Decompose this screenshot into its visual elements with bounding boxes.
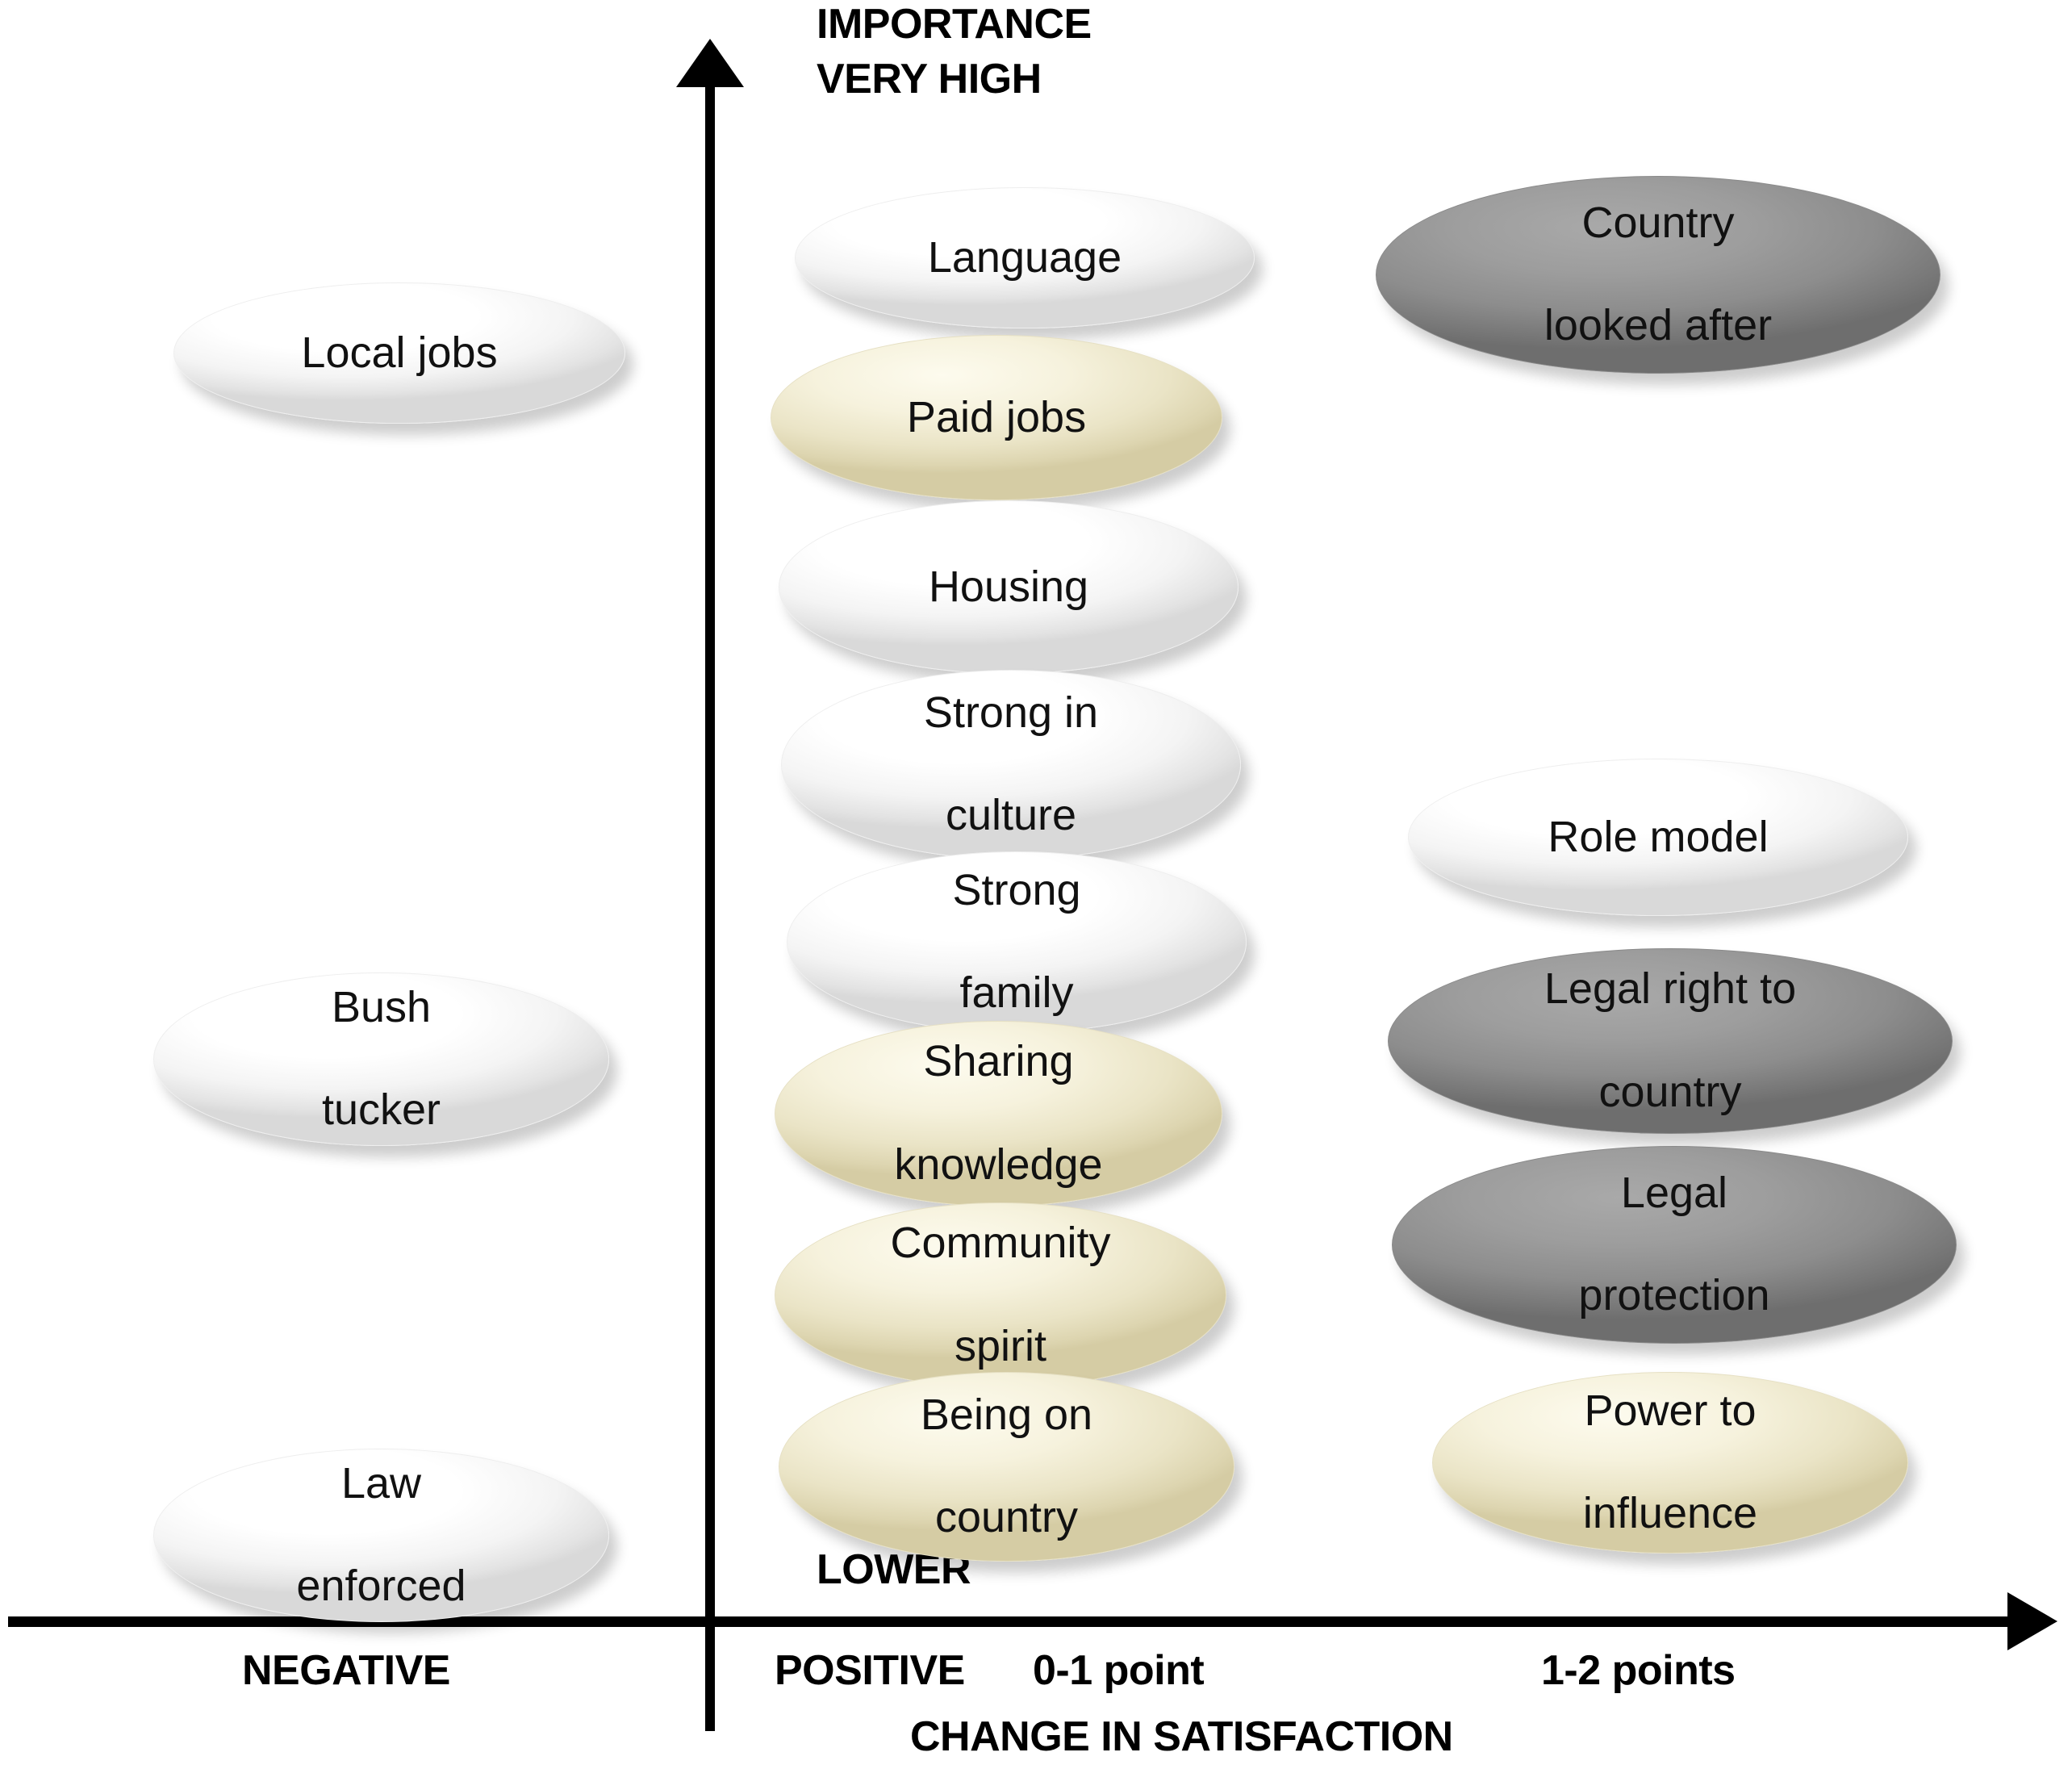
node-label-line2: culture	[945, 791, 1077, 840]
node-label-line1: Sharing	[923, 1037, 1074, 1086]
node-label-line1: Community	[890, 1219, 1111, 1268]
node-label-line2: looked after	[1544, 301, 1773, 350]
node-paid-jobs[interactable]: Paid jobs	[771, 335, 1222, 500]
node-label-line2: protection	[1578, 1271, 1770, 1320]
node-label-line2: spirit	[954, 1321, 1046, 1370]
node-law-enforced[interactable]: Law enforced	[153, 1449, 609, 1622]
node-language[interactable]: Language	[795, 187, 1255, 328]
node-label-line2: knowledge	[894, 1140, 1103, 1189]
node-legal-right-to-country[interactable]: Legal right to country	[1388, 948, 1953, 1134]
node-label-line1: Power to	[1584, 1386, 1757, 1435]
node-label-line1: Country	[1581, 198, 1735, 247]
y-axis-line	[705, 56, 715, 1731]
node-legal-protection[interactable]: Legal protection	[1392, 1146, 1957, 1344]
node-label: Housing	[928, 562, 1089, 611]
y-axis-label-importance: IMPORTANCE	[817, 1, 1092, 48]
node-being-on-country[interactable]: Being on country	[779, 1372, 1234, 1562]
node-label-line2: tucker	[321, 1085, 441, 1135]
node-label-wrap: Country looked after	[1396, 198, 1920, 352]
x-axis-arrow-icon	[2007, 1592, 2057, 1650]
node-community-spirit[interactable]: Community spirit	[775, 1202, 1226, 1388]
x-axis-title: CHANGE IN SATISFACTION	[910, 1713, 1453, 1760]
y-axis-label-very-high: VERY HIGH	[817, 56, 1042, 102]
node-label-line2: country	[934, 1493, 1079, 1542]
x-axis-line	[8, 1616, 2025, 1627]
node-bush-tucker[interactable]: Bush tucker	[153, 972, 609, 1146]
node-label-line1: Bush	[331, 982, 432, 1031]
x-axis-label-positive: POSITIVE	[775, 1647, 965, 1694]
node-label-wrap: Legal protection	[1412, 1168, 1936, 1322]
node-label: Paid jobs	[906, 392, 1087, 441]
node-strong-in-culture[interactable]: Strong in culture	[781, 670, 1241, 859]
node-label-line1: Being on	[920, 1390, 1093, 1439]
y-axis-arrow-icon	[676, 39, 744, 87]
node-label-line1: Legal	[1620, 1168, 1728, 1217]
node-sharing-knowledge[interactable]: Sharing knowledge	[775, 1021, 1222, 1207]
node-role-model[interactable]: Role model	[1408, 759, 1908, 916]
node-label-line2: influence	[1582, 1489, 1758, 1538]
node-local-jobs[interactable]: Local jobs	[173, 282, 625, 424]
x-axis-tick-1-2-points: 1-2 points	[1541, 1647, 1736, 1694]
x-axis-label-negative: NEGATIVE	[242, 1647, 450, 1694]
node-label-line2: country	[1598, 1067, 1742, 1116]
node-label-line2: family	[959, 968, 1074, 1018]
node-label-wrap: Law enforced	[173, 1458, 589, 1612]
node-label-wrap: Sharing knowledge	[795, 1036, 1202, 1190]
x-axis-tick-0-1-point: 0-1 point	[1033, 1647, 1205, 1694]
node-label: Language	[927, 232, 1122, 282]
node-label-line1: Strong in	[923, 688, 1099, 737]
node-label-line2: enforced	[296, 1562, 466, 1611]
node-housing[interactable]: Housing	[779, 500, 1239, 674]
node-label-line1: Law	[340, 1458, 422, 1508]
node-label: Local jobs	[301, 328, 498, 377]
node-label-wrap: Legal right to country	[1408, 964, 1932, 1118]
node-label-wrap: Bush tucker	[173, 982, 589, 1136]
node-label-wrap: Strong family	[807, 865, 1226, 1019]
node-country-looked-after[interactable]: Country looked after	[1376, 176, 1940, 374]
node-label-line1: Strong	[952, 865, 1081, 914]
node-strong-family[interactable]: Strong family	[787, 851, 1247, 1033]
node-power-to-influence[interactable]: Power to influence	[1432, 1372, 1908, 1554]
node-label-wrap: Strong in culture	[801, 688, 1221, 842]
node-label-line1: Legal right to	[1544, 964, 1797, 1014]
node-label-wrap: Being on country	[799, 1390, 1214, 1544]
node-label: Role model	[1548, 812, 1769, 861]
node-label-wrap: Power to influence	[1452, 1386, 1888, 1540]
node-label-wrap: Community spirit	[795, 1218, 1206, 1372]
